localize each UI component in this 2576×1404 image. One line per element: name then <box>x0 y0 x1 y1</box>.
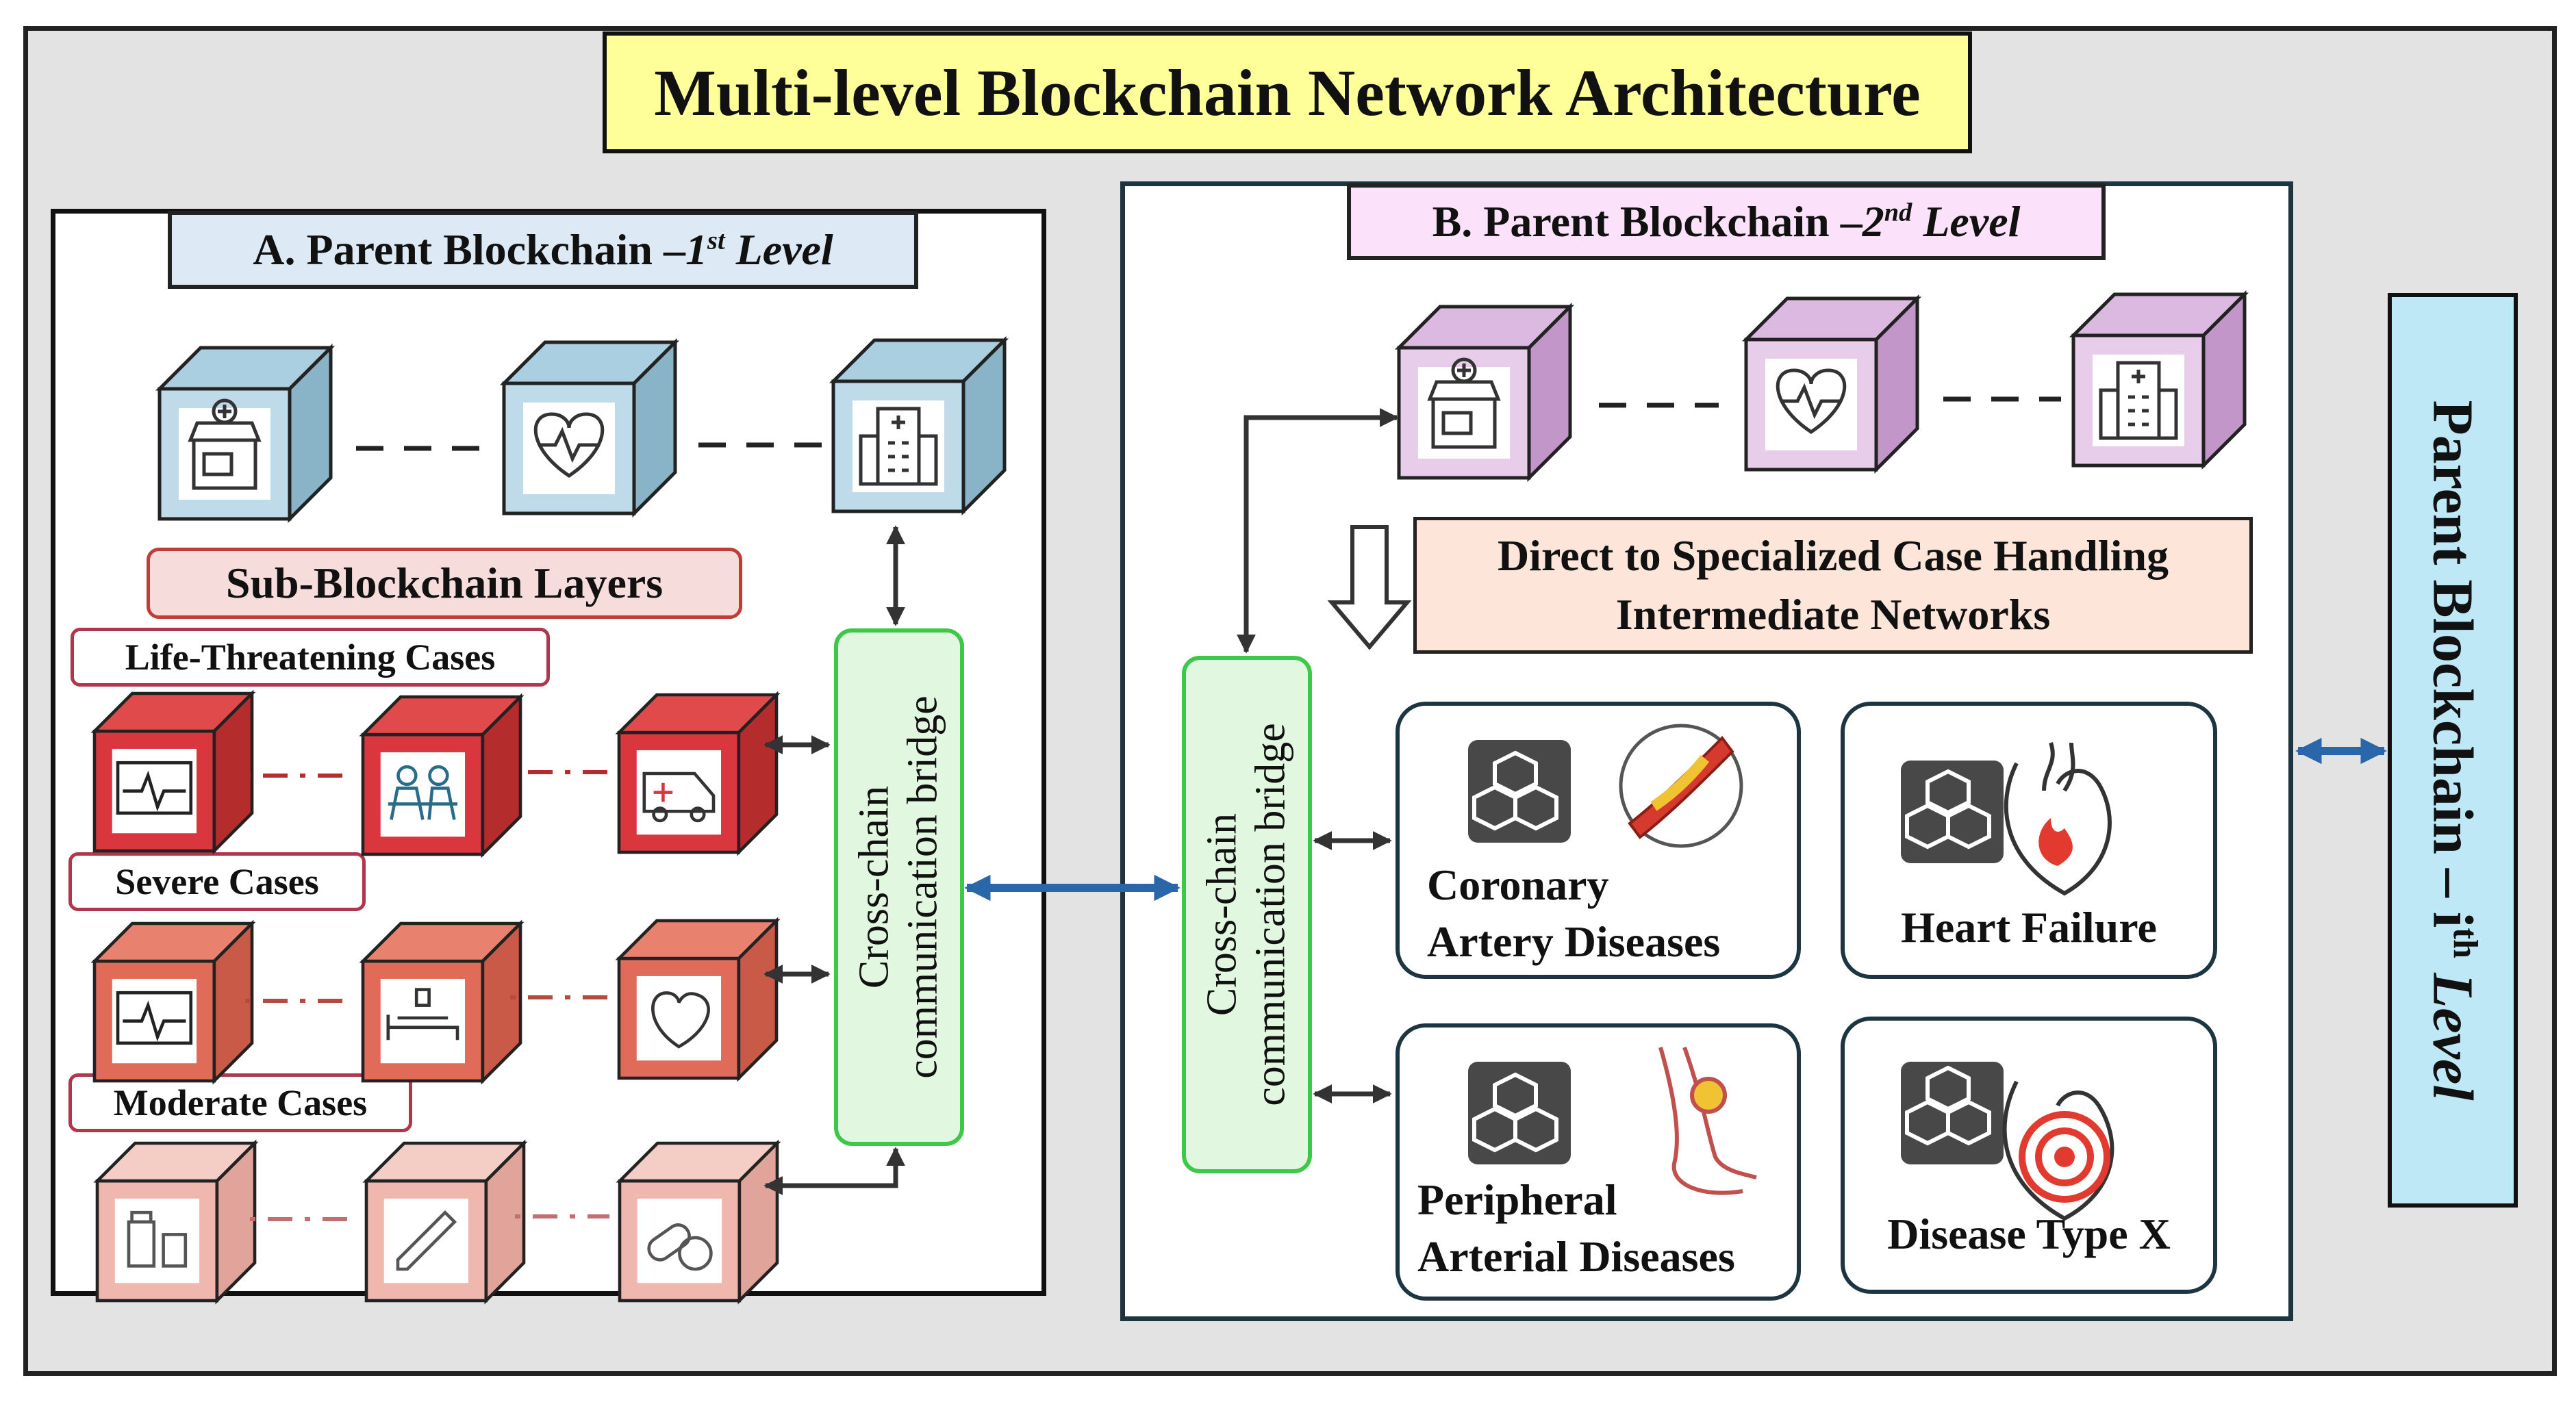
pharmacy-icon <box>1427 357 1501 449</box>
heart-shield-icon <box>1776 368 1847 435</box>
down-arrow-icon <box>1327 525 1412 650</box>
pills-cube <box>620 1143 777 1301</box>
ecg-monitor-icon <box>116 761 193 815</box>
heart-target-icon <box>2002 1080 2114 1221</box>
diagram-title: Multi-level Blockchain Network Architect… <box>603 31 1972 153</box>
heart-anatomy-cube <box>619 921 776 1078</box>
dropper-cube <box>366 1143 524 1301</box>
pharmacy-icon <box>188 398 262 490</box>
medicine-bottle-cube <box>97 1143 255 1301</box>
sub-blockchain-layers-label: Sub-Blockchain Layers <box>147 548 742 619</box>
heart-failure-icon <box>2004 742 2112 896</box>
dropper-icon <box>396 1210 457 1271</box>
surgery-icon <box>388 765 458 820</box>
medicine-bottle-icon <box>127 1210 188 1268</box>
hospital-bed-icon <box>386 988 459 1041</box>
heart-anatomy-icon <box>651 991 710 1049</box>
ecg-monitor-cube <box>94 693 252 851</box>
ambulance-cube <box>619 695 776 852</box>
blockchain-blocks-icon <box>1474 1075 1556 1150</box>
panel-b-label: B. Parent Blockchain – 2nd Level <box>1347 183 2106 260</box>
ecg-monitor-icon <box>116 991 193 1045</box>
pills-icon <box>647 1223 713 1271</box>
hospital-icon <box>2099 361 2178 440</box>
hospital-cube-b <box>2073 294 2245 465</box>
hospital-icon <box>859 407 938 486</box>
blockchain-blocks-icon <box>1907 1068 1989 1143</box>
hospital-cube <box>833 340 1005 511</box>
disease-card-type-x: Disease Type X <box>1841 1017 2217 1294</box>
leg-artery-icon <box>1658 1046 1757 1195</box>
parent-blockchain-ith-level: Parent Blockchain – ith Level <box>2388 293 2518 1208</box>
blockchain-blocks-icon <box>1474 753 1556 828</box>
hospital-bed-cube <box>363 923 520 1081</box>
heart-shield-cube <box>504 342 675 513</box>
moderate-cases-label: Moderate Cases <box>68 1073 412 1132</box>
bridge-arrow <box>763 1147 905 1195</box>
pharmacy-cube <box>160 348 331 519</box>
surgery-cube <box>363 697 520 854</box>
ecg-monitor-cube-severe <box>94 923 252 1081</box>
pharmacy-cube-b <box>1399 307 1570 478</box>
severe-cases-label: Severe Cases <box>68 852 366 911</box>
bridge-to-parent-arrow <box>1237 408 1399 654</box>
blockchain-blocks-icon <box>1907 771 1989 847</box>
panel-a-label: A. Parent Blockchain – 1st Level <box>168 211 918 289</box>
heart-shield-icon <box>533 412 605 478</box>
heart-shield-cube-b <box>1746 298 1917 470</box>
artery-plaque-icon <box>1619 724 1743 848</box>
direct-to-specialized-box: Direct to Specialized Case Handling Inte… <box>1413 517 2253 654</box>
life-threatening-cases-label: Life-Threatening Cases <box>71 628 550 687</box>
ambulance-icon <box>642 771 716 823</box>
